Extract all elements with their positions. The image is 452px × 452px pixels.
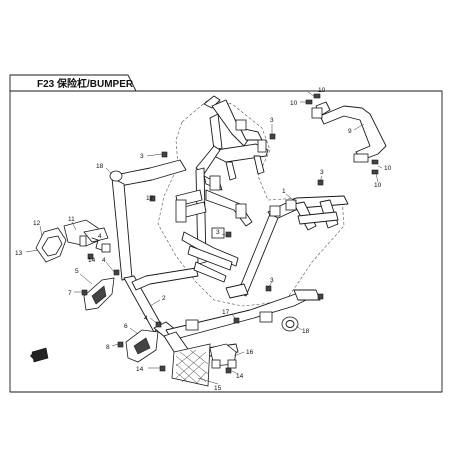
callout-14: 14 [88, 257, 96, 264]
callout-16: 16 [246, 349, 254, 356]
callout-10: 10 [374, 182, 382, 189]
callout-12: 12 [33, 220, 41, 227]
inner-frame-lattice [175, 167, 253, 283]
assembly-boundary-dashed [157, 99, 345, 307]
callout-labels: 1 2 3 3 3 3 3 4 4 4 5 6 7 8 9 10 10 10 1… [15, 87, 392, 392]
callout-6: 6 [124, 323, 128, 330]
callout-4: 4 [144, 315, 148, 322]
title-frame: F23 保险杠/BUMPER [9, 74, 443, 393]
callout-7: 7 [68, 290, 72, 297]
callout-2: 2 [162, 295, 166, 302]
callout-3: 3 [270, 117, 274, 124]
upper-frame-cradle [195, 95, 269, 181]
callout-9: 9 [348, 128, 352, 135]
left-frame-tube [109, 159, 199, 339]
callout-10: 10 [384, 165, 392, 172]
callout-8: 8 [106, 344, 110, 351]
end-cap-part-18-top [109, 170, 123, 182]
callout-10: 10 [318, 87, 326, 94]
callout-5: 5 [75, 268, 79, 275]
callout-18: 18 [302, 328, 310, 335]
right-frame-tube [225, 195, 349, 299]
bracket-part-16 [209, 343, 237, 369]
callout-4: 4 [102, 257, 106, 264]
lamp-assembly-left [35, 219, 111, 263]
callout-3: 3 [320, 169, 324, 176]
callout-13: 13 [15, 250, 23, 257]
callout-17: 17 [146, 195, 154, 202]
callout-10: 10 [290, 100, 298, 107]
callout-15: 15 [214, 385, 222, 392]
callout-17: 17 [222, 309, 230, 316]
callout-4: 4 [98, 233, 102, 240]
fasteners [81, 93, 379, 374]
diagram-title: F23 保险杠/BUMPER [37, 77, 134, 90]
plate-part-5 [83, 277, 115, 311]
callout-11: 11 [68, 216, 75, 223]
plate-part-15 [171, 343, 211, 387]
callout-1: 1 [282, 188, 286, 195]
end-cap-part-18-right [281, 316, 299, 332]
front-direction-arrow-icon [30, 347, 49, 363]
callout-14: 14 [136, 366, 144, 373]
callout-18: 18 [96, 163, 104, 170]
leader-lines [25, 91, 383, 385]
callout-14: 14 [236, 373, 244, 380]
callout-3: 3 [216, 229, 220, 236]
plate-part-6 [125, 329, 159, 363]
callout-3: 3 [270, 277, 274, 284]
callout-3: 3 [140, 153, 144, 160]
side-hoop-part-9 [311, 101, 387, 163]
